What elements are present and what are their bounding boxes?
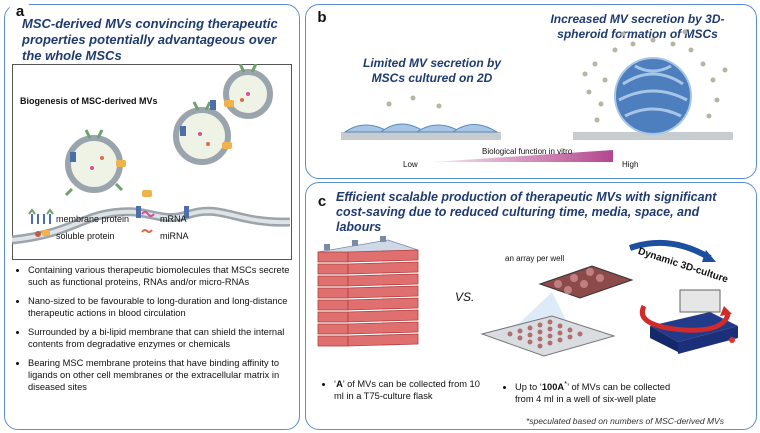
bullet-biomolecules: Containing various therapeutic biomolecu… xyxy=(28,264,298,288)
3d-substrate xyxy=(573,132,733,140)
footnote: *speculated based on numbers of MSC-deri… xyxy=(526,416,724,426)
label-2d-culture: Limited MV secretion by MSCs cultured on… xyxy=(362,56,502,85)
panel-c-tag: c xyxy=(311,190,333,212)
flask-stack-illustration xyxy=(317,236,419,347)
vesicle-1 xyxy=(65,135,123,193)
rotation-arrow-icon xyxy=(639,304,731,333)
soluble-protein-legend-icon xyxy=(35,230,50,237)
bullet-membrane-proteins: Bearing MSC membrane proteins that have … xyxy=(28,357,298,393)
dynamic-arrow-icon xyxy=(629,239,712,261)
bullet-plate-yield: Up to ‘100A*’ of MVs can be collected fr… xyxy=(515,378,690,405)
spheroid xyxy=(614,57,692,135)
bullet-bilipid-membrane: Surrounded by a bi-lipid membrane that c… xyxy=(28,326,298,350)
panel-c-left-bullet: ‘A’ of MVs can be collected from 10 ml i… xyxy=(322,378,484,409)
label-3d-spheroid: Increased MV secretion by 3D-spheroid fo… xyxy=(550,12,725,41)
panel-a-title: MSC-derived MVs convincing therapeutic p… xyxy=(22,16,278,63)
vs-label: VS. xyxy=(455,290,475,304)
mirna-legend-icon xyxy=(141,229,153,233)
gradient-high: High xyxy=(622,160,639,169)
biogenesis-illustration xyxy=(12,64,290,245)
2d-cells xyxy=(343,123,499,133)
2d-substrate xyxy=(341,132,501,140)
yield-a: A xyxy=(336,379,343,389)
vesicle-2 xyxy=(173,107,231,165)
bullet-nano-sized: Nano-sized to be favourable to long-dura… xyxy=(28,295,298,319)
legend-soluble-protein: soluble protein xyxy=(56,231,115,241)
function-gradient-bar xyxy=(433,150,613,162)
membrane-protein-legend-icon xyxy=(28,208,54,224)
gradient-axis-label: Biological function in vitro xyxy=(482,147,573,156)
yield-100a: 100A xyxy=(541,382,565,393)
gradient-low: Low xyxy=(403,160,418,169)
panel-b-tag: b xyxy=(311,6,333,28)
panel-a-tag: a xyxy=(9,0,31,22)
3d-secreted-mvs xyxy=(582,29,728,123)
orbital-shaker xyxy=(650,312,738,342)
biogenesis-title: Biogenesis of MSC-derived MVs xyxy=(20,96,158,106)
legend-mirna: miRNA xyxy=(160,231,189,241)
culture-illustration xyxy=(341,29,733,162)
plate-and-shaker-illustration xyxy=(480,239,738,357)
panel-a-bullets: Containing various therapeutic biomolecu… xyxy=(16,264,298,400)
legend-mrna: mRNA xyxy=(160,214,187,224)
bullet-flask-yield: ‘A’ of MVs can be collected from 10 ml i… xyxy=(334,378,484,402)
panel-c-right-bullet: Up to ‘100A*’ of MVs can be collected fr… xyxy=(503,378,690,412)
mrna-legend-icon xyxy=(141,211,155,217)
array-per-well-label: an array per well xyxy=(505,254,565,263)
legend-membrane-protein: membrane protein xyxy=(56,214,130,224)
panel-c-title: Efficient scalable production of therape… xyxy=(336,190,717,234)
